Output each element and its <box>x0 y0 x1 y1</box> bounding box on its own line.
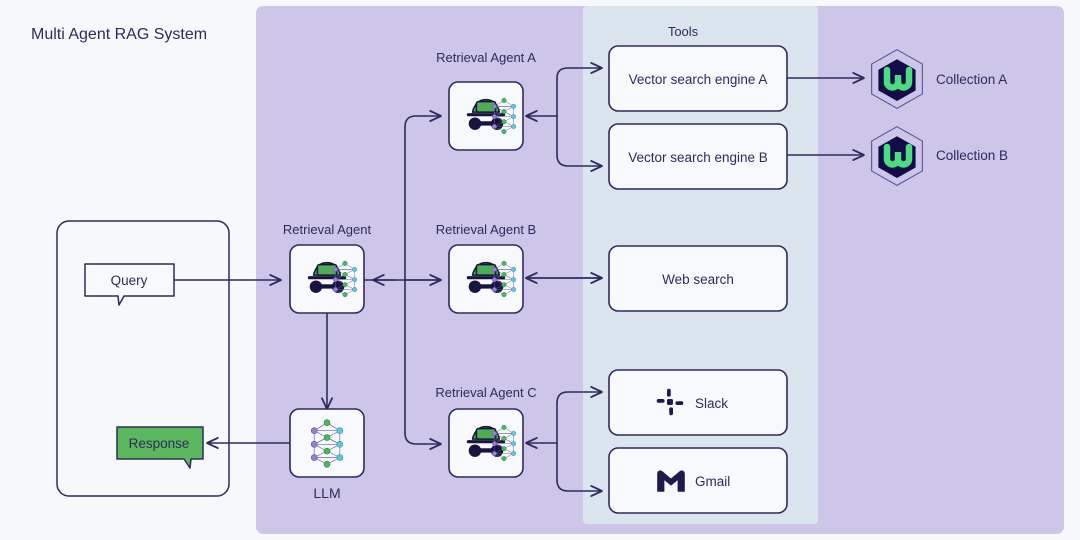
label-llm: LLM <box>313 485 341 501</box>
tool-box-web-search <box>608 245 788 312</box>
weaviate-w-glyph <box>883 143 913 168</box>
label-collection-b: Collection B <box>936 148 1009 163</box>
edge-agent-c-to-slack <box>556 392 603 404</box>
page-title: Multi Agent RAG System <box>31 26 208 43</box>
tool-box-vector-search-engine-b <box>608 123 788 190</box>
node-llm <box>289 408 365 478</box>
edge-agent-a-to-vector-b <box>556 154 603 166</box>
response-bubble <box>116 426 204 469</box>
tool-label-vector-search-engine-b[interactable]: Vector search engine B <box>628 150 768 165</box>
tool-box-slack <box>608 369 788 436</box>
tool-label-gmail[interactable]: Gmail <box>695 474 731 489</box>
edge-agent-c-to-gmail <box>556 479 603 491</box>
label-retrieval-agent-c: Retrieval Agent C <box>435 385 537 400</box>
label-retrieval-agent-b: Retrieval Agent B <box>435 222 537 237</box>
query-label[interactable]: Query <box>110 273 148 288</box>
edge-agent-a-to-vector-a <box>556 68 603 79</box>
label-retrieval-agent: Retrieval Agent <box>282 222 372 237</box>
edge-trunk-top-to-agent-a <box>404 116 442 128</box>
tool-label-web-search[interactable]: Web search <box>662 272 734 287</box>
response-label[interactable]: Response <box>128 436 190 451</box>
edge-trunk-bottom-to-agent-c <box>404 432 442 444</box>
tool-box-gmail <box>608 447 788 514</box>
label-collection-a: Collection A <box>936 72 1008 87</box>
label-retrieval-agent-a: Retrieval Agent A <box>436 50 536 65</box>
tool-label-vector-search-engine-a[interactable]: Vector search engine A <box>628 72 768 87</box>
tool-label-slack[interactable]: Slack <box>695 396 729 411</box>
weaviate-w-glyph <box>883 66 913 91</box>
connectors <box>174 68 865 491</box>
query-bubble <box>84 263 175 306</box>
tool-box-vector-search-engine-a <box>608 45 788 112</box>
tools-panel-title: Tools <box>667 24 699 39</box>
client-container <box>56 220 230 497</box>
